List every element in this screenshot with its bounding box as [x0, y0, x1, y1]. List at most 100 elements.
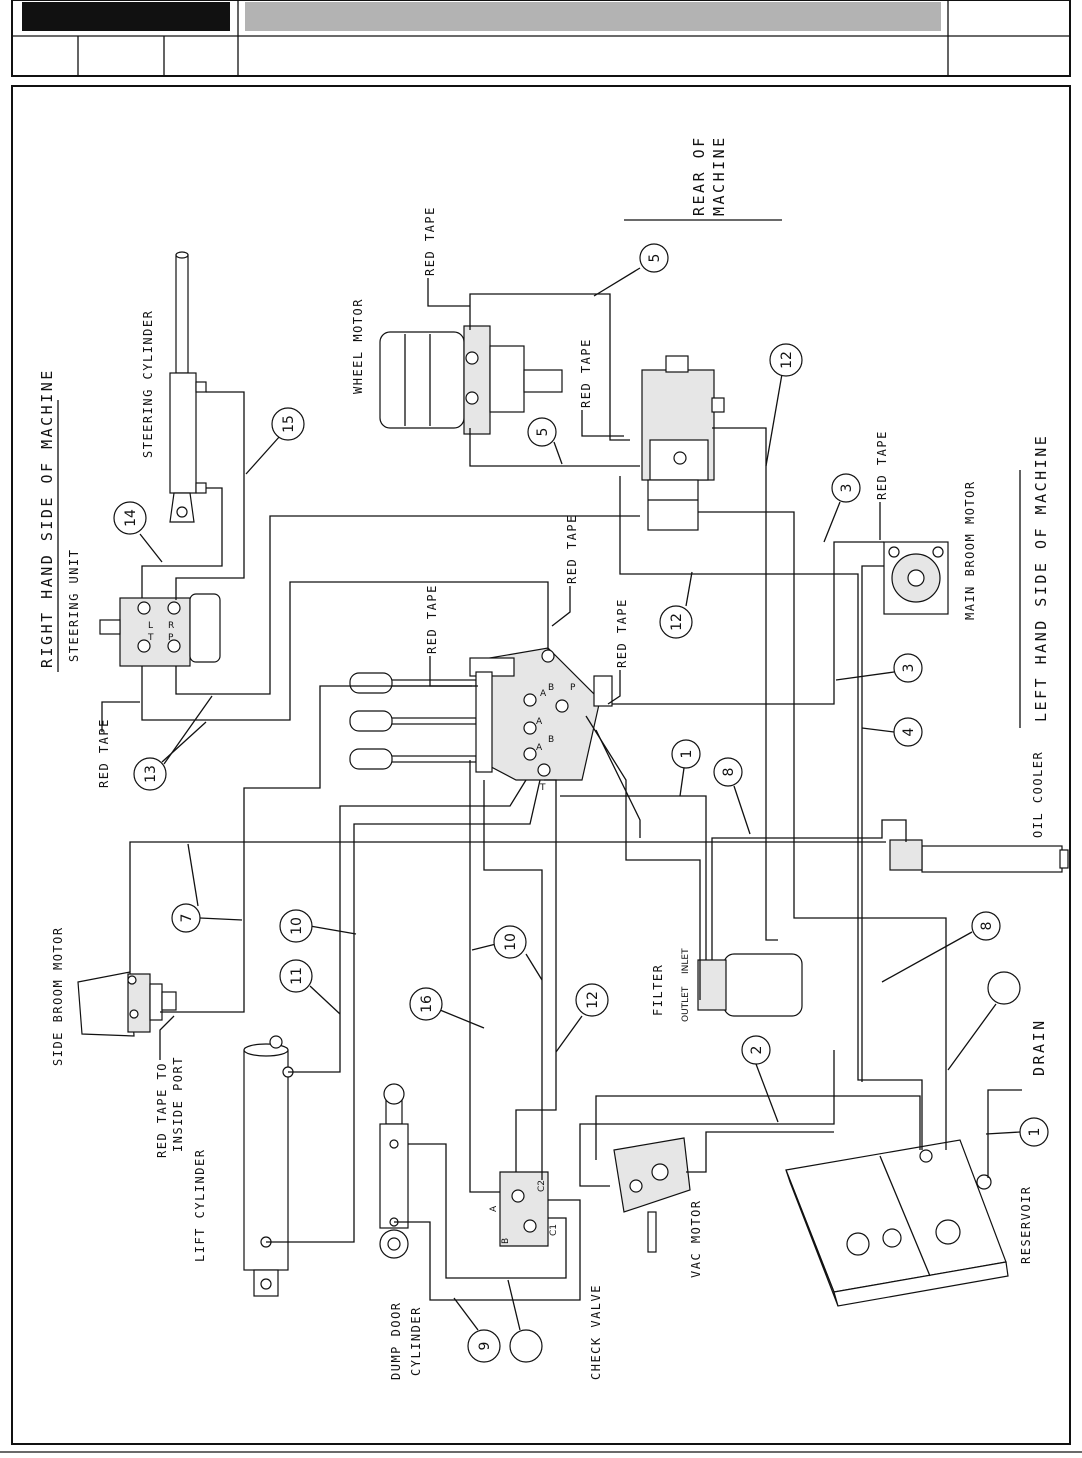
steering-port-r: R: [168, 621, 174, 631]
callout-leader: [985, 1131, 1021, 1135]
hose-routing: [129, 293, 1022, 1301]
callout-circle-blank: [987, 971, 1021, 1005]
callout-blank-right: [947, 971, 1021, 1071]
hose-15: [175, 391, 245, 600]
dump-cylinder-eye-hole: [387, 1237, 401, 1251]
callout-number: 1: [679, 750, 695, 759]
hose-4: [861, 565, 884, 1082]
hose-16: [469, 760, 500, 1193]
side-broom-motor-shaft: [161, 991, 177, 1011]
callout-leader: [733, 785, 751, 835]
callout-circle: [279, 959, 313, 993]
drain-label: DRAIN: [1030, 1018, 1048, 1076]
red-tape-leader: [101, 701, 140, 732]
callout-12-mid: 12: [659, 571, 693, 639]
pump-charge-section: [647, 479, 699, 531]
callout-number: 10: [503, 933, 519, 951]
filter-outlet-label: OUTLET: [681, 986, 691, 1022]
valve-port-a-label: A: [536, 743, 543, 753]
callout-number: 14: [123, 509, 139, 527]
callout-leader: [685, 571, 693, 607]
callout-number: 8: [721, 768, 737, 777]
side-broom-motor-port: [127, 975, 137, 985]
hose-2-b: [579, 1050, 835, 1187]
callout-leader: [881, 931, 973, 983]
control-valve-fitting: [593, 675, 613, 707]
callout-number: 10: [289, 917, 305, 935]
valve-handle-grip: [349, 710, 393, 732]
hose-13-a: [141, 581, 549, 721]
callout-5-top: 5: [593, 243, 669, 297]
callout-leader: [161, 721, 207, 763]
hose-3: [612, 541, 884, 705]
callout-14: 14: [113, 501, 163, 563]
reservoir-drain-fitting: [976, 1174, 992, 1190]
callout-circle: [659, 605, 693, 639]
callout-12-top: 12: [765, 343, 803, 467]
callout-10-left: 10: [279, 909, 357, 943]
pump-port: [673, 451, 687, 465]
callout-11: 11: [279, 959, 341, 1015]
rear-of-label: REAR OF: [690, 135, 708, 216]
callout-leader: [309, 985, 341, 1015]
callout-1-top: 1: [671, 739, 701, 797]
lift-cylinder: LIFT CYLINDER: [193, 1035, 294, 1297]
hose-2: [595, 1095, 921, 1160]
reservoir-label: RESERVOIR: [1019, 1185, 1033, 1264]
pump-port: [711, 397, 725, 413]
hose-10-a: [266, 779, 541, 1243]
callout-number: 13: [143, 765, 159, 783]
control-valve-port-p: [541, 649, 555, 663]
lift-cylinder-label: LIFT CYLINDER: [193, 1149, 207, 1262]
callout-number: 5: [647, 254, 663, 263]
oil-cooler-fitting: [889, 839, 923, 871]
steering-unit-shaft: [99, 619, 121, 635]
vac-motor-shaft: [647, 1211, 657, 1253]
main-broom-motor-shaft: [907, 569, 925, 587]
hose-1: [560, 795, 707, 960]
side-broom-motor: SIDE BROOM MOTOR: [51, 926, 177, 1066]
control-valve-port-a: [523, 693, 537, 707]
callout-circle: [113, 501, 147, 535]
vac-motor-port: [651, 1163, 669, 1181]
red-tape-leader: [607, 670, 621, 705]
callout-leader: [163, 695, 213, 765]
callout-leader: [309, 925, 357, 935]
vac-motor: VAC MOTOR: [613, 1137, 703, 1278]
callout-leader: [453, 1297, 479, 1331]
hose-12-upper: [712, 427, 778, 941]
red-tape-leader: [429, 656, 472, 687]
hose-12-middle: [619, 476, 923, 1150]
callout-8-mid: 8: [881, 911, 1001, 983]
inside-port-label: INSIDE PORT: [171, 1056, 185, 1152]
steering-port: [167, 601, 181, 615]
vac-motor-label: VAC MOTOR: [689, 1199, 703, 1278]
heading-rear-of-machine: REAR OF MACHINE: [624, 135, 782, 221]
callout-number: 16: [419, 995, 435, 1013]
callout-circle: [769, 343, 803, 377]
title-block-frame: [11, 0, 1071, 77]
valve-section-stack: [475, 671, 493, 773]
callout-circle-blank: [509, 1329, 543, 1363]
hydrostatic-pump: [641, 355, 725, 531]
callout-number: 5: [535, 428, 551, 437]
hose-14: [141, 487, 223, 598]
callout-number: 15: [281, 415, 297, 433]
steering-cylinder-rod: [175, 254, 189, 374]
control-valve-port-a: [523, 747, 537, 761]
steering-cylinder-rod-end: [175, 251, 189, 259]
callout-leader: [553, 441, 563, 465]
dump-door-cylinder: DUMP DOOR CYLINDER: [379, 1083, 423, 1380]
callout-number: 12: [669, 613, 685, 631]
check-valve-port: [511, 1189, 525, 1203]
steering-port: [167, 639, 181, 653]
filter-label: FILTER: [651, 964, 665, 1016]
red-tape-to-label: RED TAPE TO: [155, 1062, 169, 1158]
callout-9: 9: [453, 1297, 501, 1363]
heading-right-hand-side: RIGHT HAND SIDE OF MACHINE: [38, 368, 59, 672]
valve-handle-lever: [389, 679, 477, 687]
callout-leader: [187, 843, 199, 907]
main-broom-motor: MAIN BROOM MOTOR: [883, 480, 977, 620]
title-black-bar: [22, 2, 230, 31]
